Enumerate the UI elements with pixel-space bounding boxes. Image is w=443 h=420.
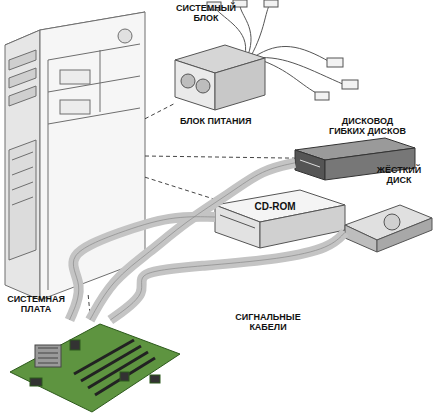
motherboard-art (10, 324, 180, 412)
power-supply-art (175, 0, 358, 110)
component-label: СИСТЕМНАЯ ПЛАТА (5, 294, 67, 314)
cd-rom-art (215, 190, 345, 248)
cable-stripe (70, 217, 216, 320)
component-label: ЖЁСТКИЙ ДИСК (373, 165, 425, 185)
hard-disk: ЖЁСТКИЙ ДИСК (345, 205, 430, 270)
signal-cable (110, 232, 345, 320)
power-supply: БЛОК ПИТАНИЯ (175, 45, 265, 115)
cable-label: СИГНАЛЬНЫЕ КАБЕЛИ (232, 312, 304, 332)
leader-line (145, 103, 175, 119)
signal-cable (90, 163, 295, 320)
tower-case (5, 12, 145, 300)
leader-line (145, 156, 295, 158)
component-label: СИСТЕМНЫЙ БЛОК (175, 3, 237, 23)
cd-rom-drive: CD-ROM (215, 190, 345, 250)
cable-stripe (90, 163, 295, 320)
component-label: CD-ROM (240, 202, 310, 212)
leader-line (88, 295, 90, 320)
system-unit: СИСТЕМНЫЙ БЛОК (5, 15, 145, 295)
cable-stripe (110, 232, 345, 320)
component-label: БЛОК ПИТАНИЯ (180, 116, 280, 126)
motherboard: СИСТЕМНАЯ ПЛАТА (10, 320, 180, 415)
signal-cable (70, 217, 216, 320)
component-label: ДИСКОВОД ГИБКИХ ДИСКОВ (325, 116, 410, 136)
hard-disk-art (345, 205, 432, 252)
leader-line (145, 177, 215, 199)
